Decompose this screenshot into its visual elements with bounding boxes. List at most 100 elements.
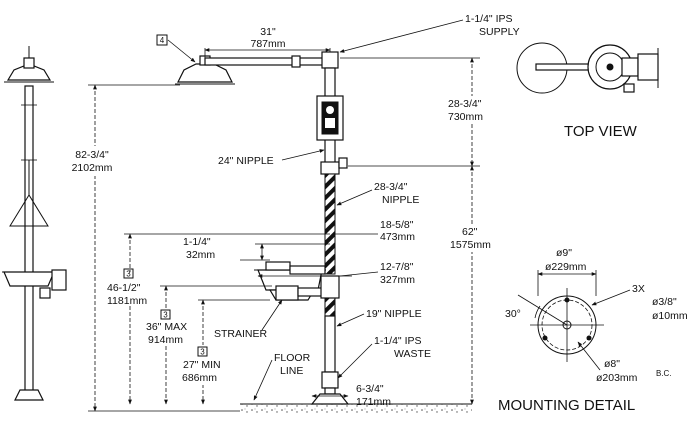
safety-sign-icon bbox=[325, 118, 335, 128]
waste-label: WASTE bbox=[394, 348, 431, 360]
bc-leader bbox=[577, 341, 601, 371]
note-3c: 3 bbox=[200, 348, 205, 357]
nipple-2834-in: 28-3/4" bbox=[374, 181, 408, 193]
dim-plate-mm: ø229mm bbox=[545, 261, 587, 273]
nipple-2834-leader bbox=[336, 189, 373, 206]
note-3b-box bbox=[160, 309, 171, 320]
side-valve-handle bbox=[39, 287, 51, 299]
mounting-detail: ø9" ø229mm 3X ø3/8" ø10mm 30° ø8" ø203mm… bbox=[498, 247, 688, 414]
floor-gravel bbox=[240, 404, 472, 414]
nipple-19-leader bbox=[336, 313, 365, 327]
supply-label: SUPPLY bbox=[479, 26, 520, 38]
note-3a: 3 bbox=[126, 270, 131, 279]
lower-pipe bbox=[324, 315, 336, 373]
base-flange bbox=[310, 393, 350, 405]
dim-max-in: 36" MAX bbox=[146, 321, 187, 333]
floor-label-2: LINE bbox=[280, 365, 303, 377]
dim-upper-mm: 730mm bbox=[448, 111, 483, 123]
nipple-24-leader bbox=[281, 149, 325, 161]
mount-angle-line bbox=[517, 294, 568, 326]
note-3a-box bbox=[123, 268, 134, 279]
hole-in: ø3/8" bbox=[652, 296, 677, 308]
top-valve bbox=[621, 57, 639, 77]
dim-min-in: 27" MIN bbox=[183, 359, 221, 371]
arm-coupling bbox=[291, 55, 301, 68]
dim-upper-in: 28-3/4" bbox=[448, 98, 482, 110]
dim-max-bg bbox=[142, 310, 204, 344]
note-4-box bbox=[156, 34, 168, 46]
mount-hole bbox=[564, 297, 570, 303]
mount-hole bbox=[586, 335, 592, 341]
side-base-flange bbox=[14, 389, 44, 401]
safety-sign-icon bbox=[326, 106, 334, 114]
shower-arm bbox=[204, 57, 329, 66]
dim-ext-mm: 473mm bbox=[380, 231, 415, 243]
strainer-label: STRAINER bbox=[214, 328, 268, 340]
striped-pipe-upper bbox=[324, 173, 336, 275]
floor-label-1: FLOOR bbox=[274, 352, 311, 364]
nipple-2834-word: NIPPLE bbox=[382, 194, 419, 206]
side-pipe bbox=[24, 85, 34, 393]
dim-max-mm: 914mm bbox=[148, 334, 183, 346]
strainer-body bbox=[275, 285, 299, 301]
supply-leader bbox=[339, 19, 464, 53]
hole-mm: ø10mm bbox=[652, 310, 688, 322]
dim-valve-bg bbox=[445, 224, 513, 252]
top-view: TOP VIEW bbox=[516, 42, 659, 140]
waste-size: 1-1/4" IPS bbox=[374, 335, 422, 347]
top-drain bbox=[606, 63, 614, 71]
mount-hole bbox=[542, 335, 548, 341]
supply-size: 1-1/4" IPS bbox=[465, 13, 513, 25]
mounting-detail-title: MOUNTING DETAIL bbox=[498, 397, 635, 414]
bc-mm: ø203mm bbox=[596, 372, 638, 384]
note-3b: 3 bbox=[163, 311, 168, 320]
eyewash-valve bbox=[320, 275, 340, 299]
eyewash-heads bbox=[265, 261, 291, 271]
dim-upper-bg bbox=[445, 96, 513, 124]
dim-min-bg bbox=[178, 345, 234, 385]
note-3c-box bbox=[197, 346, 208, 357]
side-valve-block bbox=[51, 269, 67, 291]
dim-valve-mm: 1575mm bbox=[450, 239, 491, 251]
eyewash-feed bbox=[289, 265, 326, 275]
striped-pipe-lower bbox=[324, 297, 336, 317]
nipple-24-label: 24" NIPPLE bbox=[218, 155, 274, 167]
base-pipe bbox=[324, 387, 336, 395]
dim-overall-mm: 2102mm bbox=[72, 162, 113, 174]
shower-head bbox=[177, 63, 233, 83]
note-4-leader bbox=[167, 39, 196, 63]
dim-bowl-h-in: 46-1/2" bbox=[107, 282, 141, 294]
dim-flange-in: 6-3/4" bbox=[356, 383, 384, 395]
strainer-leader bbox=[261, 299, 283, 331]
dim-overall-in: 82-3/4" bbox=[75, 149, 109, 161]
top-view-title: TOP VIEW bbox=[564, 123, 638, 140]
floor-leader bbox=[253, 359, 273, 401]
dim-plate-in: ø9" bbox=[556, 247, 572, 259]
holes-leader bbox=[591, 289, 631, 306]
dim-ext-in: 18-5/8" bbox=[380, 219, 414, 231]
bc-in: ø8" bbox=[604, 358, 620, 370]
top-valve-body bbox=[637, 53, 659, 81]
waste-leader bbox=[337, 343, 373, 379]
shower-valve bbox=[320, 161, 340, 175]
shower-valve-handle bbox=[338, 157, 348, 169]
side-view bbox=[2, 46, 67, 401]
dim-flange-mm: 171mm bbox=[356, 396, 391, 408]
side-shower-neck bbox=[23, 57, 35, 69]
main-view: 31" 787mm 4 1-1/4" IPS SUPPLY 82-3/4" 21… bbox=[58, 13, 520, 414]
dim-min-mm: 686mm bbox=[182, 372, 217, 384]
dim-bowl-in: 12-7/8" bbox=[380, 261, 414, 273]
dim-arm-mm: 787mm bbox=[250, 38, 285, 50]
dim-bowl-leader bbox=[339, 271, 379, 277]
dim-bowl-h-bg bbox=[100, 272, 162, 304]
dim-arm-in: 31" bbox=[260, 26, 276, 38]
side-bowl bbox=[3, 271, 55, 287]
mount-angle: 30° bbox=[505, 308, 521, 320]
top-elbow bbox=[321, 51, 339, 69]
top-lever bbox=[623, 83, 635, 93]
note-4: 4 bbox=[160, 36, 165, 45]
dim-offset-mm: 32mm bbox=[186, 249, 215, 261]
holes-count: 3X bbox=[632, 283, 645, 295]
